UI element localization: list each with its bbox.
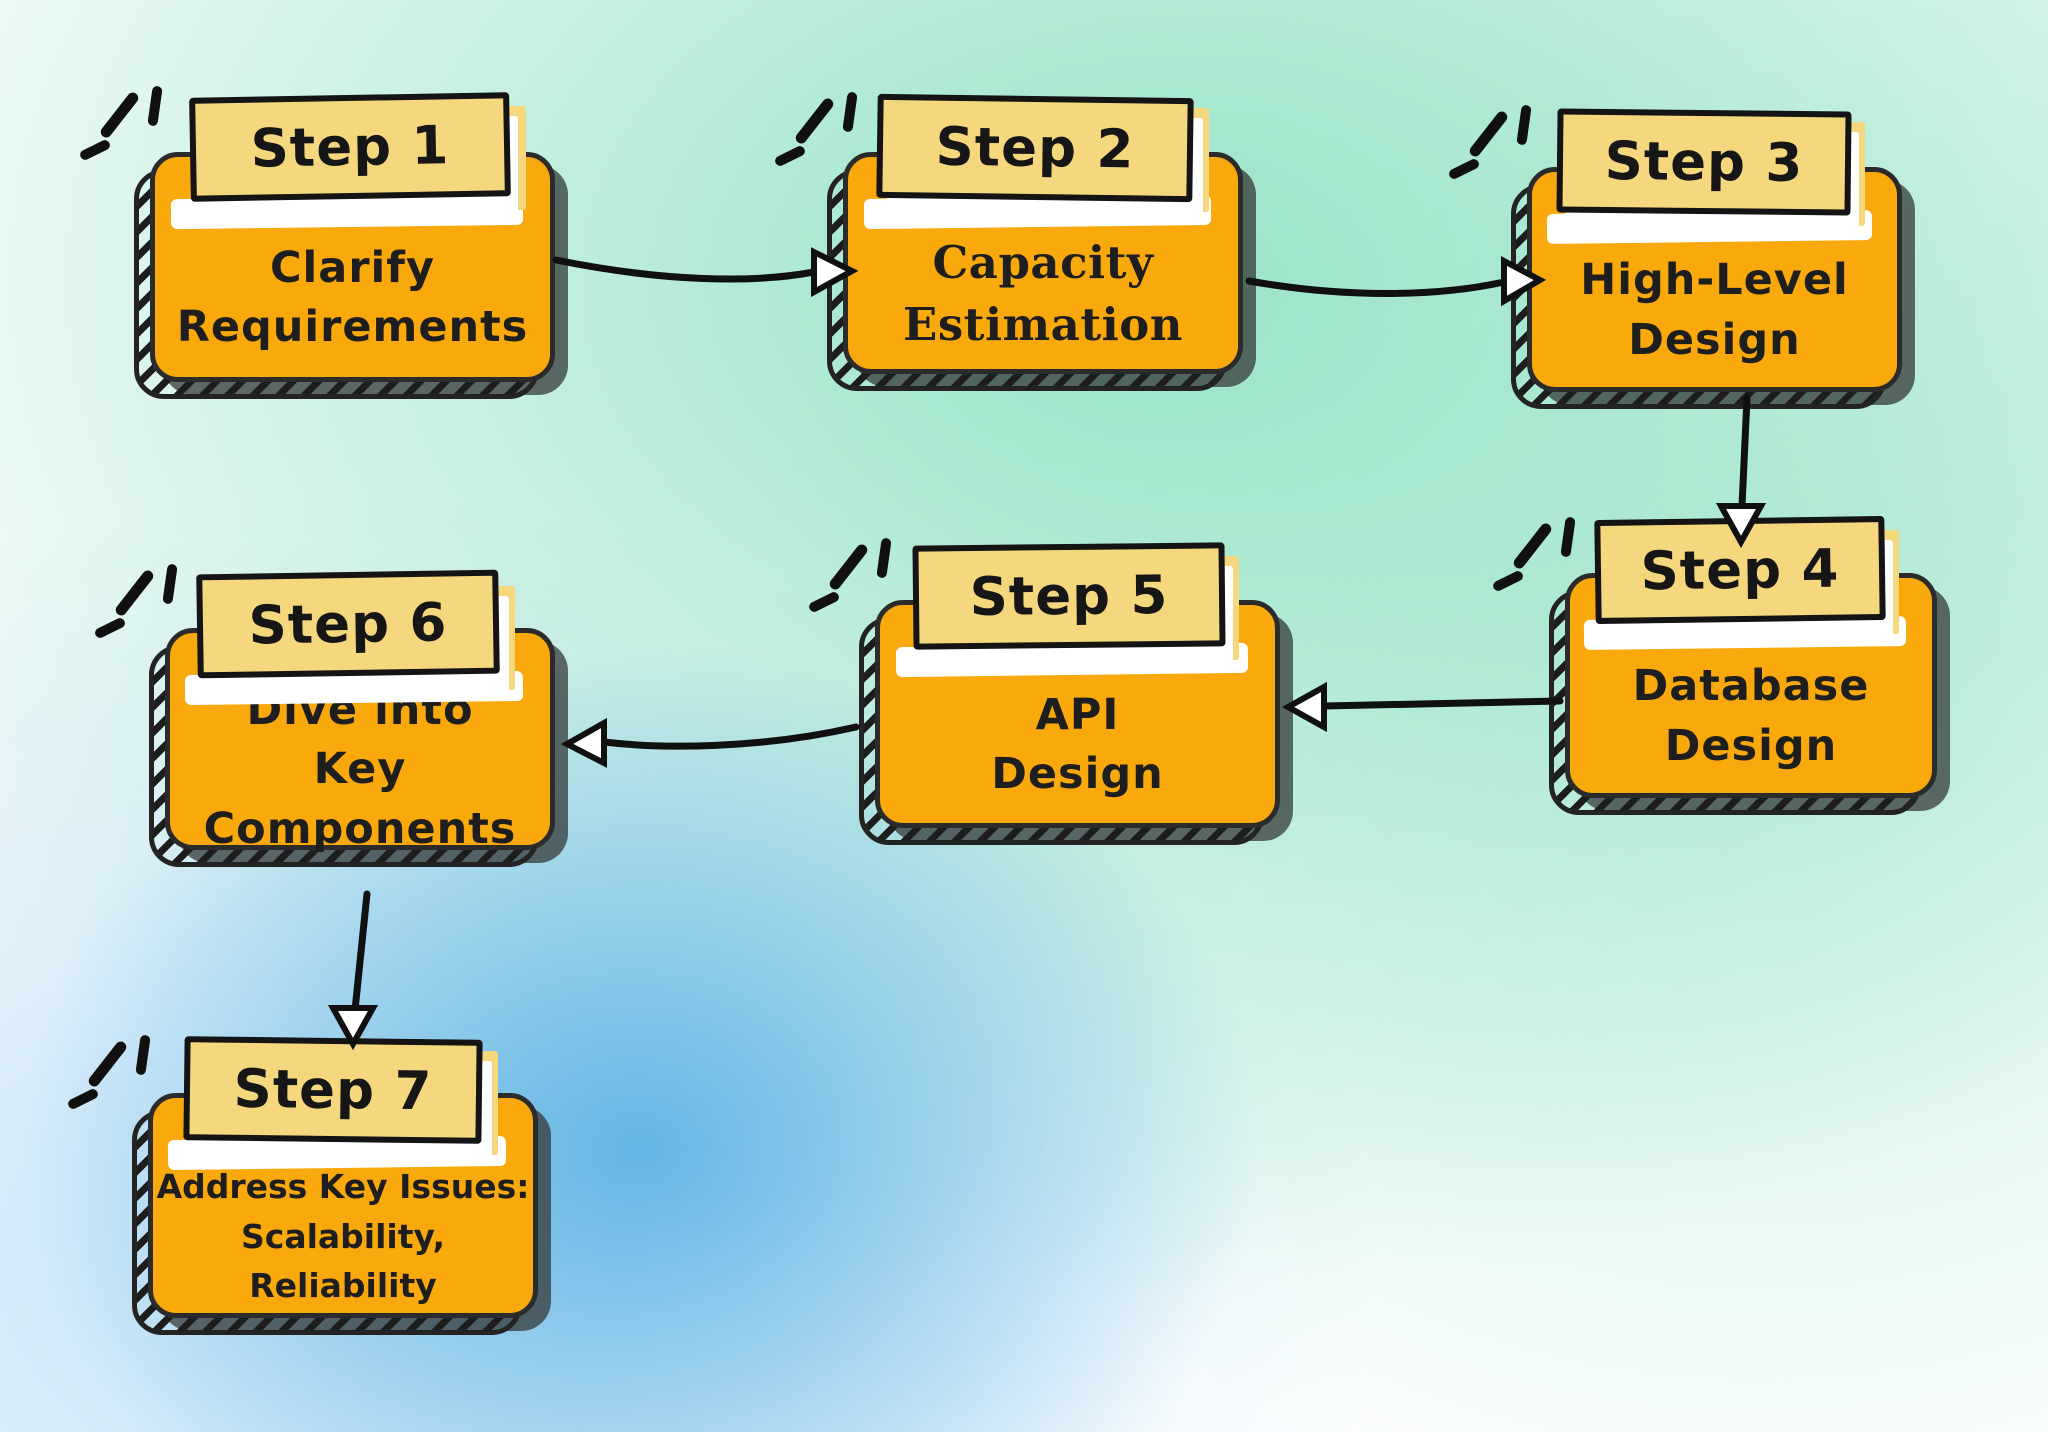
- step-5-title-line: API: [1035, 689, 1120, 740]
- step-2-card: Capacity Estimation Step 2: [773, 91, 1256, 391]
- arrowhead-left-icon: [560, 717, 607, 768]
- step-4-title-line: Database: [1632, 661, 1870, 712]
- connector-step2-step3: [1245, 256, 1547, 307]
- step-6-label: Step 6: [196, 569, 500, 679]
- step-5-card: API Design Step 5: [807, 537, 1293, 845]
- step-3-title-line: Design: [1628, 314, 1801, 365]
- step-7-label: Step 7: [183, 1036, 483, 1144]
- step-3-title-line: High-Level: [1580, 255, 1849, 306]
- sparkle-icon: [1491, 516, 1581, 597]
- step-6-card: Dive into Key Components Step 6: [93, 563, 568, 867]
- connector-step6-step7: [327, 890, 379, 1051]
- sparkle-icon: [66, 1034, 156, 1115]
- connector-step1-step2: [552, 247, 859, 298]
- connector-step5-step6: [560, 717, 860, 768]
- sparkle-icon: [773, 91, 863, 172]
- connector-step4-step5: [1281, 681, 1564, 733]
- step-2-title-line: Estimation: [903, 298, 1183, 351]
- step-6-title-line: Key Components: [203, 744, 517, 854]
- sparkle-icon: [93, 563, 183, 644]
- step-3-label: Step 3: [1556, 108, 1852, 216]
- step-7-card: Address Key Issues: Scalability, Reliabi…: [66, 1034, 551, 1335]
- step-2-title-line: Capacity: [932, 235, 1154, 289]
- step-4-title-line: Design: [1664, 720, 1838, 771]
- sparkle-icon: [807, 537, 897, 618]
- step-4-card: Database Design Step 4: [1491, 515, 1950, 815]
- step-3-card: High-Level Design Step 3: [1447, 104, 1915, 409]
- step-7-title-line: Address Key Issues:: [156, 1167, 530, 1207]
- sparkle-icon: [1447, 104, 1537, 185]
- step-2-label: Step 2: [876, 93, 1194, 203]
- step-7-title-line: Scalability, Reliability: [241, 1216, 445, 1306]
- step-1-card: Clarify Requirements Step 1: [78, 85, 568, 399]
- arrowhead-left-icon: [1281, 681, 1327, 733]
- step-4-label: Step 4: [1594, 515, 1886, 625]
- step-1-title-line: Clarify: [270, 242, 435, 293]
- step-1-label: Step 1: [189, 92, 511, 202]
- step-5-title-line: Design: [991, 749, 1164, 799]
- sparkle-icon: [78, 85, 168, 166]
- step-1-title-line: Requirements: [176, 302, 529, 352]
- step-5-label: Step 5: [912, 542, 1226, 650]
